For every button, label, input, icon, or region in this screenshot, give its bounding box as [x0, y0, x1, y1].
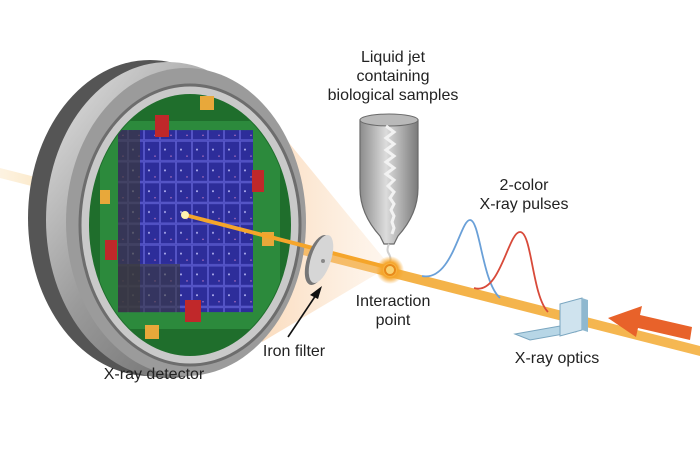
connector-icon	[100, 190, 110, 204]
label-xray-detector: X-ray detector	[84, 365, 224, 384]
connector-icon	[145, 325, 159, 339]
label-xray-optics: X-ray optics	[502, 349, 612, 368]
label-xray-pulses: 2-color X-ray pulses	[476, 176, 572, 214]
label-interaction-point: Interaction point	[345, 292, 441, 330]
connector-icon	[200, 96, 214, 110]
label-iron-filter: Iron filter	[244, 342, 344, 361]
label-liquid-jet: Liquid jet containing biological samples	[318, 48, 468, 105]
